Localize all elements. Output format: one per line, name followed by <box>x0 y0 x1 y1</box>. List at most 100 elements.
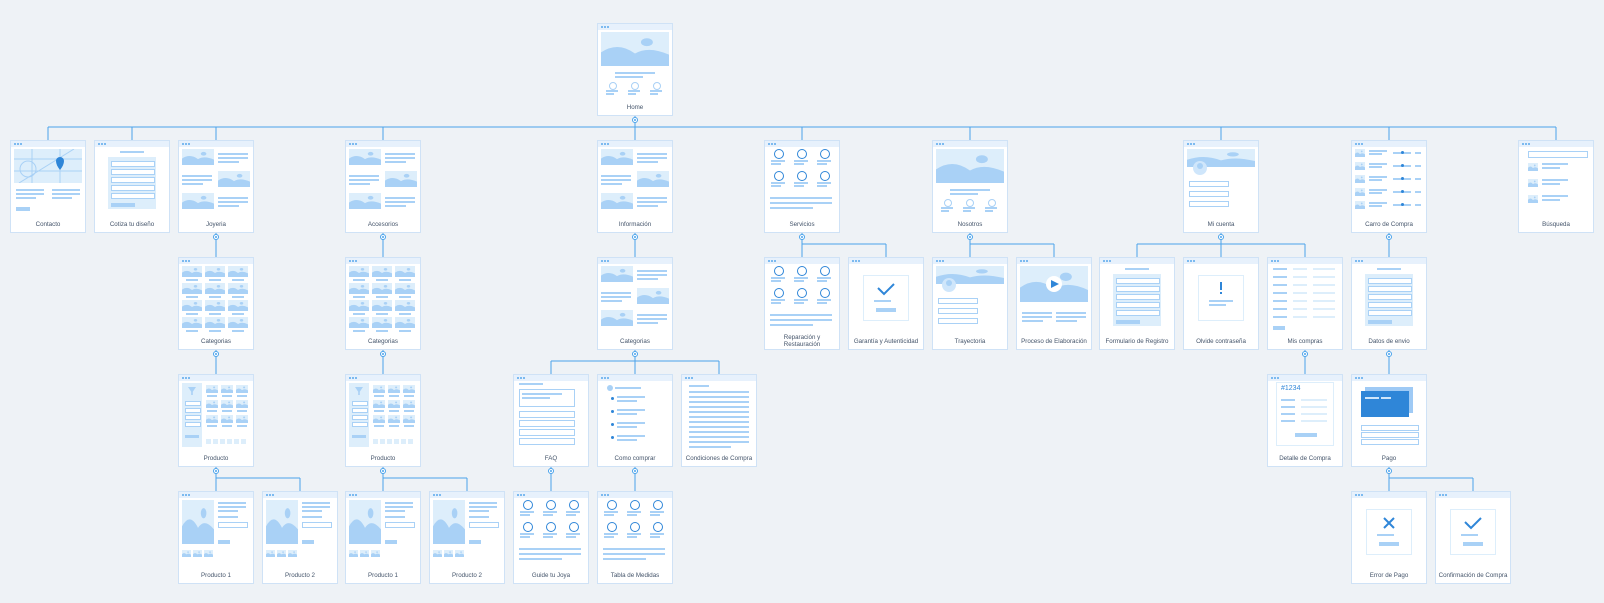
window-dot <box>1106 260 1108 262</box>
qty-dot <box>1401 177 1404 180</box>
expand-node-icon[interactable] <box>380 351 386 357</box>
window-dot <box>182 143 184 145</box>
text-line <box>237 410 247 412</box>
page-card-pj1[interactable]: Producto 1 <box>178 491 254 584</box>
expand-node-icon[interactable] <box>632 234 638 240</box>
page-card-pa2[interactable]: Producto 2 <box>429 491 505 584</box>
buy-button <box>385 540 397 544</box>
image-placeholder-icon <box>349 283 369 294</box>
page-card-pago[interactable]: Pago <box>1351 374 1427 467</box>
page-dot <box>220 439 225 444</box>
bullet <box>611 410 614 413</box>
service-icon <box>774 266 784 276</box>
page-card-pj2[interactable]: Producto 2 <box>262 491 338 584</box>
page-card-carro[interactable]: Carro de Compra <box>1351 140 1427 233</box>
text-line <box>617 426 637 428</box>
page-card-servicios[interactable]: Servicios <box>764 140 840 233</box>
expand-node-icon[interactable] <box>1386 468 1392 474</box>
page-label: Producto <box>179 450 253 466</box>
qty-dot <box>1401 203 1404 206</box>
page-card-datos-envio[interactable]: Datos de envio <box>1351 257 1427 350</box>
text-line <box>770 197 832 199</box>
text-line <box>1273 308 1287 310</box>
page-dot <box>234 439 239 444</box>
page-card-condiciones[interactable]: Condiciones de Compra <box>681 374 757 467</box>
page-card-cat-accesorios[interactable]: Categorias <box>345 257 421 350</box>
page-label: Como comprar <box>598 450 672 466</box>
page-card-cat-informacion[interactable]: Categorias <box>597 257 673 350</box>
text-line <box>1022 316 1052 318</box>
window-dot <box>349 260 351 262</box>
window-dot <box>20 143 22 145</box>
page-card-mis-compras[interactable]: Mis compras <box>1267 257 1343 350</box>
text-line <box>637 322 658 324</box>
expand-node-icon[interactable] <box>1386 234 1392 240</box>
text-line <box>817 182 831 184</box>
filter-field <box>185 415 201 420</box>
apply-button <box>352 435 366 438</box>
expand-node-icon[interactable] <box>632 117 638 123</box>
page-card-registro[interactable]: Formulario de Registro <box>1099 257 1175 350</box>
page-card-olvide[interactable]: Olvide contraseña <box>1183 257 1259 350</box>
page-card-joyeria[interactable]: Joyeria <box>178 140 254 233</box>
text-line <box>232 296 244 298</box>
window-dot <box>349 494 351 496</box>
expand-node-icon[interactable] <box>967 234 973 240</box>
page-card-tabla[interactable]: Tabla de Medidas <box>597 491 673 584</box>
page-card-home[interactable]: Home <box>597 23 673 116</box>
window-dot <box>936 260 938 262</box>
expand-node-icon[interactable] <box>799 234 805 240</box>
select <box>469 522 499 528</box>
page-card-accesorios[interactable]: Accesorios <box>345 140 421 233</box>
exclamation-icon <box>1220 282 1222 290</box>
text-line <box>52 197 72 199</box>
text-line <box>218 153 248 155</box>
page-card-error-pago[interactable]: Error de Pago <box>1351 491 1427 584</box>
expand-node-icon[interactable] <box>632 468 638 474</box>
page-card-pa1[interactable]: Producto 1 <box>345 491 421 584</box>
page-card-producto-j[interactable]: Producto <box>178 374 254 467</box>
page-card-contacto[interactable]: Contacto <box>10 140 86 233</box>
expand-node-icon[interactable] <box>213 351 219 357</box>
text-line <box>376 313 388 315</box>
expand-node-icon[interactable] <box>213 234 219 240</box>
window-dot <box>352 494 354 496</box>
text-line <box>52 189 80 191</box>
expand-node-icon[interactable] <box>632 351 638 357</box>
image-placeholder-icon <box>637 171 669 187</box>
page-card-informacion[interactable]: Información <box>597 140 673 233</box>
page-card-como-comprar[interactable]: Como comprar <box>597 374 673 467</box>
image-placeholder-icon <box>403 415 415 423</box>
page-card-cat-joyeria[interactable]: Categorias <box>178 257 254 350</box>
page-card-garantia[interactable]: Garantía y Autenticidad <box>848 257 924 350</box>
text-line <box>349 183 370 185</box>
expand-node-icon[interactable] <box>548 468 554 474</box>
button <box>1273 326 1285 330</box>
page-card-confirmacion[interactable]: Confirmación de Compra <box>1435 491 1511 584</box>
image-placeholder-icon <box>388 385 400 393</box>
image-placeholder-icon <box>228 317 248 328</box>
text-line <box>794 163 804 165</box>
expand-node-icon[interactable] <box>380 234 386 240</box>
image-placeholder-icon <box>182 300 202 311</box>
text-line <box>1313 292 1335 294</box>
page-card-reparacion[interactable]: Reparación y Restauración <box>764 257 840 350</box>
page-card-producto-a[interactable]: Producto <box>345 374 421 467</box>
expand-node-icon[interactable] <box>1386 351 1392 357</box>
page-card-guia[interactable]: Guide tu Joya <box>513 491 589 584</box>
service-icon <box>797 171 807 181</box>
expand-node-icon[interactable] <box>1218 234 1224 240</box>
page-card-busqueda[interactable]: Búsqueda <box>1518 140 1594 233</box>
expand-node-icon[interactable] <box>213 468 219 474</box>
page-card-trayectoria[interactable]: Trayectoria <box>932 257 1008 350</box>
expand-node-icon[interactable] <box>380 468 386 474</box>
page-card-nosotros[interactable]: Nosotros <box>932 140 1008 233</box>
text-line <box>1369 192 1382 194</box>
page-card-proceso[interactable]: Proceso de Elaboración <box>1016 257 1092 350</box>
image-placeholder-icon <box>601 149 633 165</box>
page-card-cotiza[interactable]: Cotiza tu diseño <box>94 140 170 233</box>
page-card-mi-cuenta[interactable]: Mi cuenta <box>1183 140 1259 233</box>
page-card-faq[interactable]: FAQ <box>513 374 589 467</box>
expand-node-icon[interactable] <box>1302 351 1308 357</box>
